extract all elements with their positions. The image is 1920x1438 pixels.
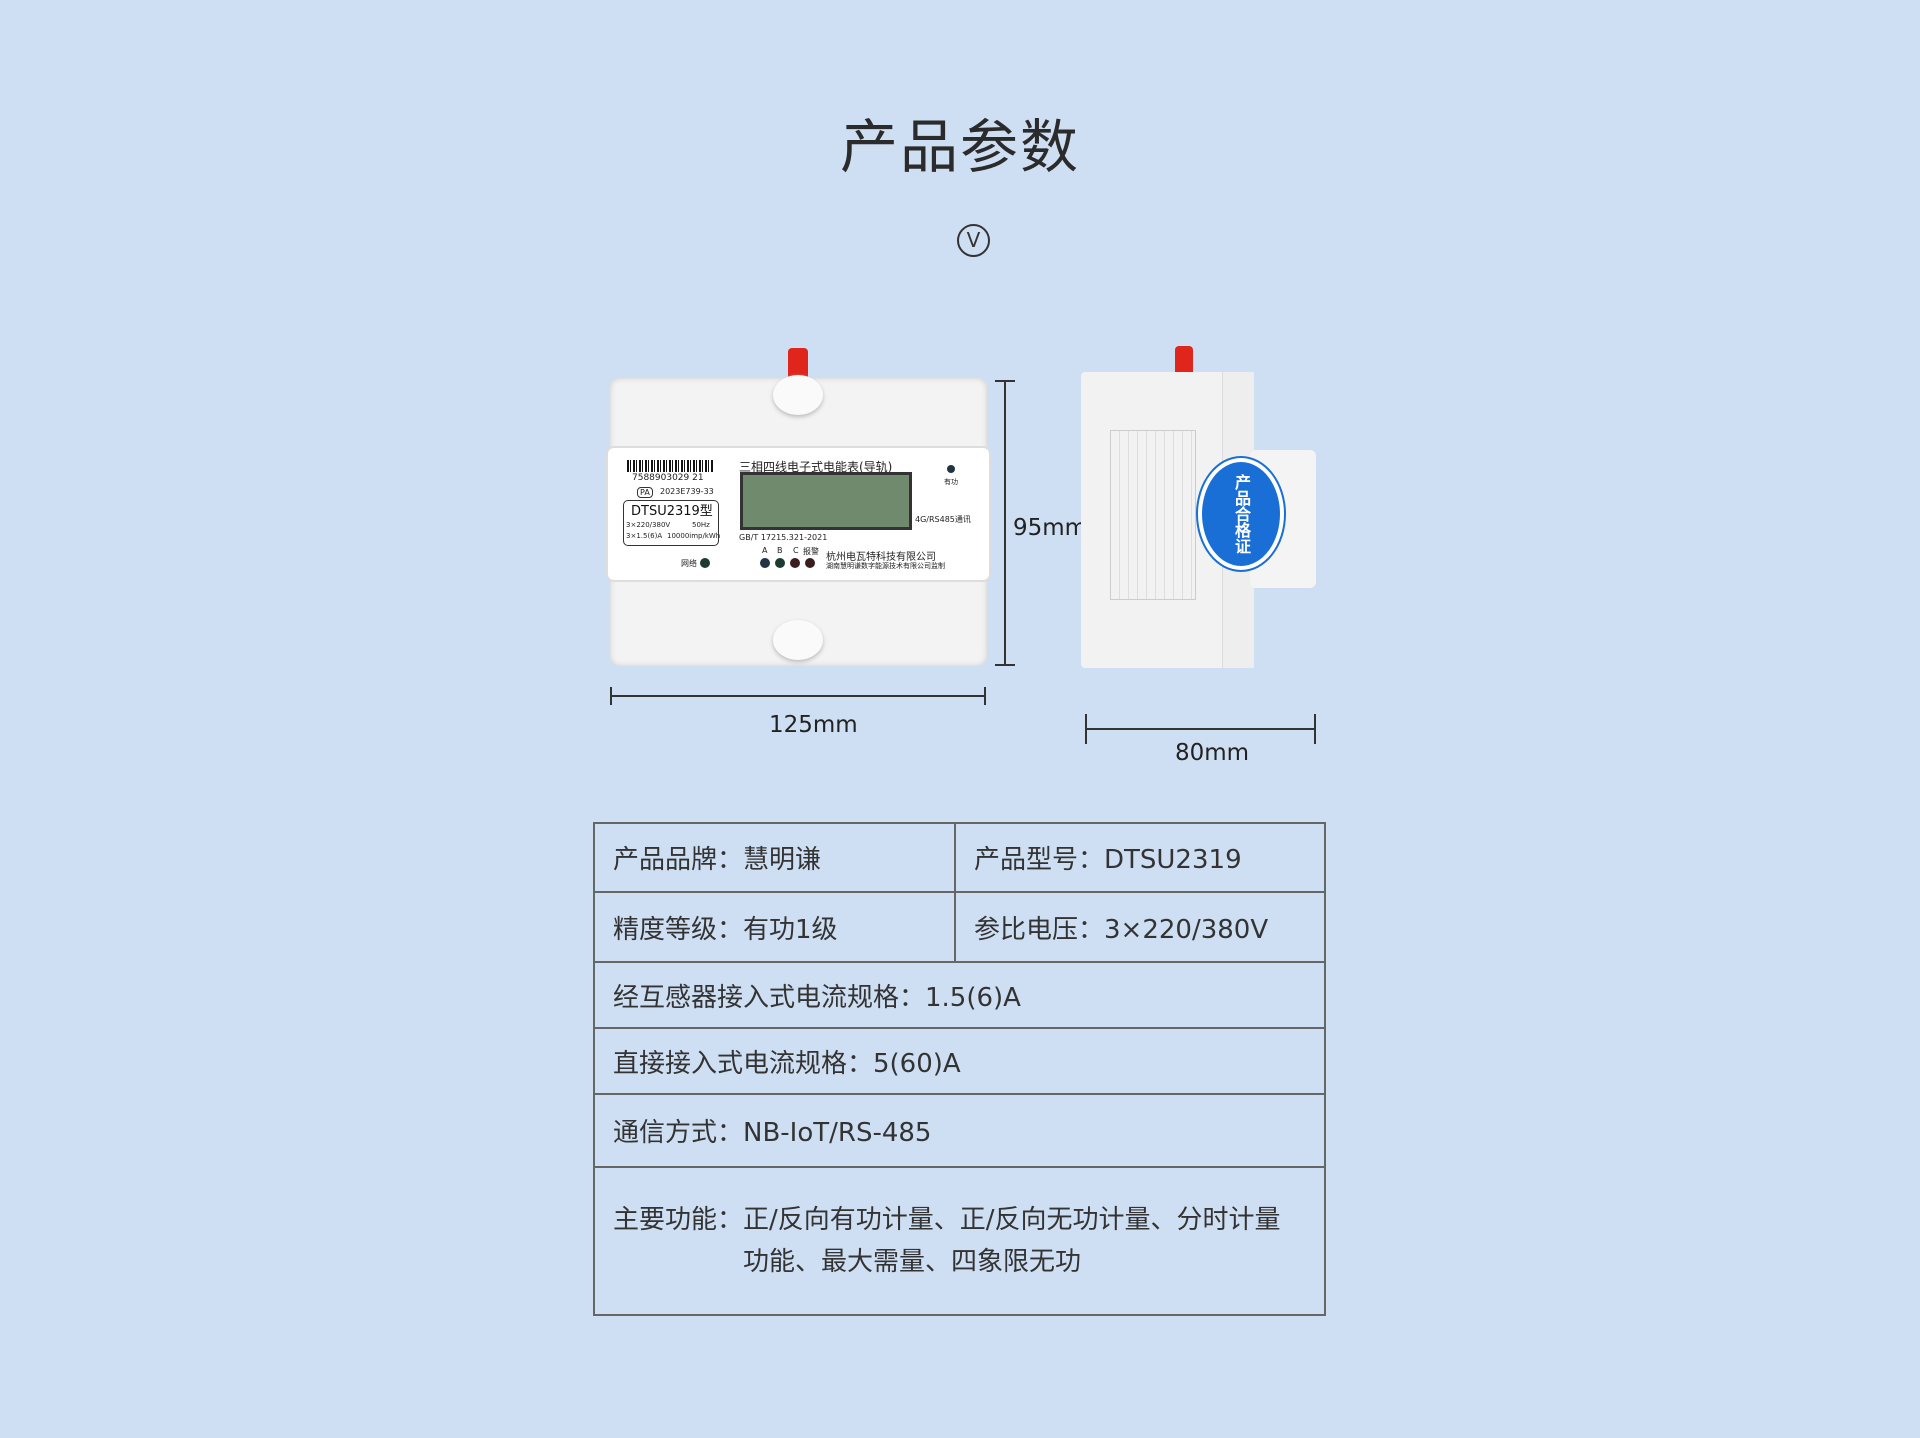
chevron-down-icon[interactable]: V	[957, 224, 990, 257]
functions-line1: 正/反向有功计量、正/反向无功计量、分时计量	[743, 1205, 1281, 1235]
meter-current: 3×1.5(6)A	[626, 532, 663, 540]
width-dimension-line	[610, 695, 986, 697]
side-antenna	[1175, 346, 1193, 372]
top-clip	[773, 375, 823, 415]
depth-label: 80mm	[1175, 740, 1250, 766]
light-c-led	[790, 558, 800, 568]
depth-dimension-line	[1085, 728, 1316, 730]
comm-label: 4G/RS485通讯	[915, 515, 971, 524]
dim-tick	[984, 687, 986, 705]
spec-accuracy: 精度等级：有功1级	[593, 891, 956, 963]
dim-tick	[995, 664, 1015, 666]
active-led	[947, 465, 955, 473]
barcode-number: 7588903029 21	[632, 473, 704, 483]
dim-tick	[610, 687, 612, 705]
barcode	[627, 460, 713, 472]
bottom-clip	[773, 620, 823, 660]
meter-freq: 50Hz	[692, 521, 710, 529]
model-box	[623, 500, 719, 546]
functions-line2: 功能、最大需量、四象限无功	[743, 1247, 1082, 1277]
network-label: 网络	[681, 559, 697, 568]
light-a-led	[760, 558, 770, 568]
light-a-label: A	[762, 546, 768, 555]
spec-voltage: 参比电压：3×220/380V	[954, 891, 1326, 963]
meter-voltage: 3×220/380V	[626, 521, 671, 529]
light-b-label: B	[777, 546, 783, 555]
dim-tick	[1314, 714, 1316, 744]
lcd-display	[740, 472, 912, 530]
page-title: 产品参数	[839, 113, 1080, 181]
meter-model: DTSU2319型	[631, 504, 713, 519]
supervisor-label: 湖南慧明谦数字能源技术有限公司监制	[826, 562, 945, 570]
dim-tick	[995, 380, 1015, 382]
spec-brand: 产品品牌：慧明谦	[593, 822, 956, 893]
wiring-diagram	[1110, 430, 1196, 600]
alarm-led	[805, 558, 815, 568]
height-label: 95mm	[1013, 515, 1088, 541]
spec-model: 产品型号：DTSU2319	[954, 822, 1326, 893]
width-label: 125mm	[769, 712, 858, 738]
functions-text: 正/反向有功计量、正/反向无功计量、分时计量功能、最大需量、四象限无功	[743, 1199, 1281, 1283]
active-label: 有功	[944, 478, 958, 486]
antenna	[788, 348, 808, 378]
pa-mark: PA	[637, 487, 653, 498]
light-c-label: C	[793, 546, 799, 555]
dim-tick	[1085, 714, 1087, 744]
alarm-label: 报警	[803, 547, 819, 556]
pa-number: 2023E739-33	[660, 487, 714, 496]
height-dimension-line	[1004, 380, 1006, 665]
spec-direct-current: 直接接入式电流规格：5(60)A	[593, 1027, 1326, 1095]
functions-label: 主要功能：	[613, 1205, 744, 1235]
maker-label: 杭州电瓦特科技有限公司	[826, 552, 936, 563]
spec-functions: 主要功能： 正/反向有功计量、正/反向无功计量、分时计量功能、最大需量、四象限无…	[593, 1166, 1326, 1316]
meter-constant: 10000imp/kWh	[667, 532, 721, 540]
light-b-led	[775, 558, 785, 568]
spec-ct-current: 经互感器接入式电流规格：1.5(6)A	[593, 961, 1326, 1029]
spec-comm: 通信方式：NB-IoT/RS-485	[593, 1093, 1326, 1168]
meter-name: 三相四线电子式电能表(导轨)	[739, 460, 893, 474]
network-led	[700, 558, 710, 568]
meter-standard: GB/T 17215.321-2021	[739, 533, 828, 542]
certificate-sticker: 产品合格证	[1198, 458, 1284, 570]
spec-table: 产品品牌：慧明谦产品型号：DTSU2319 精度等级：有功1级参比电压：3×22…	[593, 822, 1326, 1316]
